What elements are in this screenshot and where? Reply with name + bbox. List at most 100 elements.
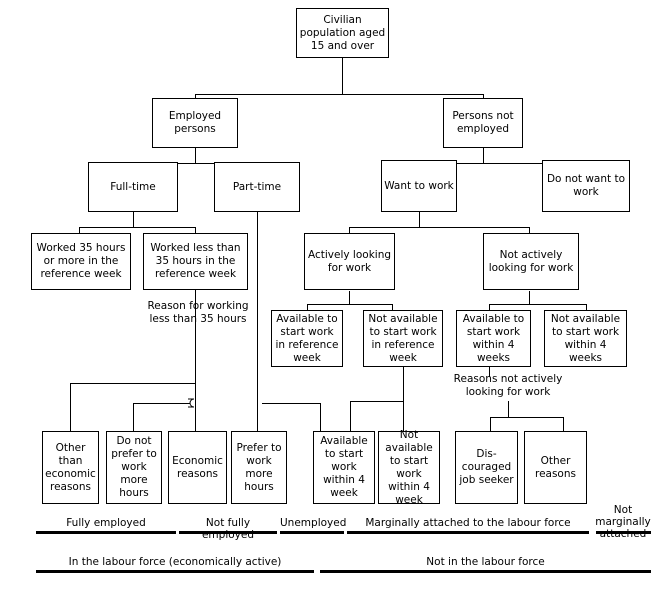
connector-to-not-actively (529, 227, 530, 234)
node-label: Full-time (110, 180, 156, 193)
node-economic-reasons[interactable]: Economic reasons (168, 431, 227, 504)
connector-to-economic (195, 383, 196, 431)
node-worked-less-than-35[interactable]: Worked less than 35 hours in the referen… (143, 233, 248, 290)
node-persons-not-employed[interactable]: Persons not employed (443, 98, 523, 148)
node-prefer-to-work-more-hours[interactable]: Prefer to work more hours (231, 431, 287, 504)
connector-to-avail-ref (307, 304, 308, 311)
connector-want-bus (349, 227, 529, 228)
node-label: Economic reasons (172, 454, 223, 480)
node-label: Not actively looking for work (488, 248, 574, 274)
node-label: Not available to start work in reference… (368, 312, 438, 364)
bracket-label-in-labour-force: In the labour force (economically active… (36, 556, 314, 568)
connector-notavailref-down (403, 367, 404, 402)
bracket-label-marginally-attached: Marginally attached to the labour force (347, 517, 589, 529)
node-label: Want to work (384, 179, 454, 192)
node-label: Employed persons (168, 110, 222, 135)
bracket-label-not-marginally-attached: Not marginally attached (592, 504, 654, 540)
connector-to-donotprefer (133, 403, 134, 431)
node-label: Civilian population aged 15 and over (299, 13, 386, 52)
connector-fulltime-bus (79, 227, 196, 228)
node-not-available-reference-week[interactable]: Not available to start work in reference… (363, 310, 443, 367)
node-do-not-prefer-more-hours[interactable]: Do not prefer to work more hours (106, 431, 162, 504)
node-part-time[interactable]: Part-time (214, 162, 300, 212)
connector-to-actively (349, 227, 350, 234)
bracket-bar-not-marginally-attached (596, 531, 651, 534)
line-hop-icon (188, 395, 204, 412)
node-not-available-within-4-weeks[interactable]: Not available to start work within 4 wee… (544, 310, 627, 367)
bracket-label-not-fully-employed: Not fully employed (179, 517, 277, 541)
node-not-actively-looking[interactable]: Not actively looking for work (483, 233, 579, 290)
node-other-reasons[interactable]: Other reasons (524, 431, 587, 504)
connector-parttime-down-lower (257, 403, 258, 431)
node-civilian-population[interactable]: Civilian population aged 15 and over (296, 8, 389, 58)
bracket-label: In the labour force (economically active… (68, 556, 282, 568)
connector-to-avail-4week-b (350, 401, 351, 431)
node-label: Not available to start work within 4 wee… (385, 428, 433, 506)
bracket-label-fully-employed: Fully employed (36, 517, 176, 529)
node-worked-35-or-more[interactable]: Worked 35 hours or more in the reference… (31, 233, 131, 290)
node-employed-persons[interactable]: Employed persons (152, 98, 238, 148)
connector-reason-bus-b-left (133, 403, 190, 404)
connector-to-prefermore (320, 403, 321, 431)
connector-to-notavail-4week-b (403, 401, 404, 431)
node-label: Worked less than 35 hours in the referen… (150, 242, 241, 280)
node-label: Part-time (232, 180, 282, 193)
connector-to-worked35plus (79, 227, 80, 234)
node-discouraged-job-seeker[interactable]: Dis-couraged job seeker (455, 431, 518, 504)
node-label: Persons not employed (452, 110, 514, 135)
node-label: Prefer to work more hours (236, 441, 282, 493)
connector-actively-down (349, 291, 350, 305)
node-label: Actively looking for work (307, 248, 392, 274)
bracket-bar-not-in-labour-force (320, 570, 651, 573)
bracket-bar-not-fully-employed (179, 531, 277, 534)
bracket-label: Not in the labour force (426, 556, 545, 568)
bracket-label: Not marginally attached (595, 504, 651, 540)
node-label: Available to start work within 4 weeks (462, 312, 525, 364)
bracket-label-not-in-labour-force: Not in the labour force (320, 556, 651, 568)
node-actively-looking[interactable]: Actively looking for work (304, 233, 395, 290)
node-available-within-4-week-b[interactable]: Available to start work within 4 week (313, 431, 375, 504)
connector-fulltime-down (133, 212, 134, 228)
connector-to-other-reasons (563, 417, 564, 431)
node-available-reference-week[interactable]: Available to start work in reference wee… (271, 310, 343, 367)
node-other-than-economic-reasons[interactable]: Other than economic reasons (42, 431, 99, 504)
node-label: Dis-couraged job seeker (459, 448, 514, 486)
connector-reasons-bus (490, 417, 563, 418)
node-label: Other than economic reasons (45, 441, 96, 493)
node-label: Available to start work in reference wee… (275, 312, 339, 364)
bracket-bar-fully-employed (36, 531, 176, 534)
node-do-not-want-to-work[interactable]: Do not want to work (542, 160, 630, 212)
connector-to-workedless35 (195, 227, 196, 234)
connector-parttime-down-upper (257, 212, 258, 403)
node-not-available-within-4-week-b[interactable]: Not available to start work within 4 wee… (378, 428, 440, 506)
connector-notactively-bus (489, 304, 586, 305)
connector-reasons-label-down (508, 401, 509, 418)
connector-to-other-than-econ (70, 383, 71, 431)
annotation-label: Reasons not actively looking for work (453, 373, 563, 398)
bracket-bar-in-labour-force (36, 570, 314, 573)
node-available-within-4-weeks[interactable]: Available to start work within 4 weeks (456, 310, 531, 367)
connector-notactively-down (529, 291, 530, 305)
node-full-time[interactable]: Full-time (88, 162, 178, 212)
connector-reason-bus-a (70, 383, 196, 384)
connector-to-avail-4w (489, 304, 490, 311)
bracket-label: Fully employed (66, 517, 146, 529)
connector-employed-down (195, 148, 196, 164)
connector-civilian-down (342, 58, 343, 94)
connector-to-notavail-4w (586, 304, 587, 311)
node-label: Do not want to work (546, 173, 626, 198)
connector-notemployed-bus (419, 163, 586, 164)
node-label: Other reasons (534, 454, 576, 480)
bracket-label: Unemployed (280, 517, 347, 529)
node-label: Available to start work within 4 week (320, 435, 368, 499)
connector-actively-bus (307, 304, 392, 305)
connector-workedless-down (195, 290, 196, 383)
connector-level1-bus (195, 94, 483, 95)
node-want-to-work[interactable]: Want to work (381, 160, 457, 212)
bracket-bar-marginally-attached (347, 531, 589, 534)
connector-to-discouraged (490, 417, 491, 431)
node-label: Worked 35 hours or more in the reference… (36, 242, 126, 280)
connector-want-down (419, 212, 420, 228)
connector-notavailref-bus (350, 401, 404, 402)
